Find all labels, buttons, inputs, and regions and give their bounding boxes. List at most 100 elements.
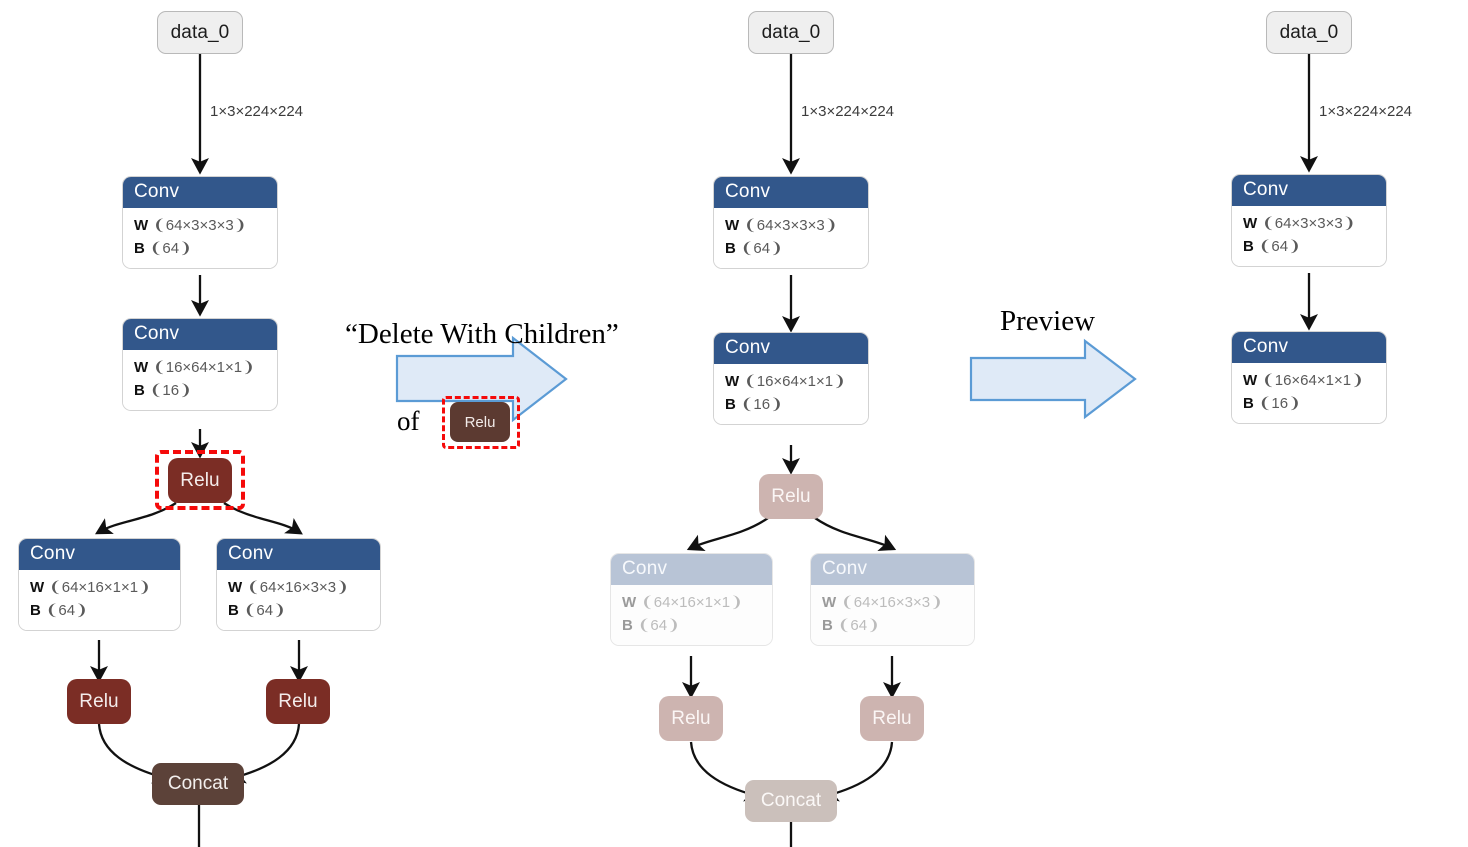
annotation-chip-relu: Relu <box>450 402 510 442</box>
node-label: Relu <box>79 690 119 712</box>
node-label: Relu <box>771 485 811 507</box>
node-header-label: Conv <box>714 333 868 364</box>
node-attrs: W❨64×3×3×3❩ B❨64❩ <box>123 207 277 268</box>
attr-key: W <box>822 593 837 611</box>
selection-outline-relu <box>155 450 245 510</box>
attr-shape: ❨64×3×3×3❩ <box>1262 214 1356 232</box>
node-label: data_0 <box>1279 21 1339 43</box>
annotation-of-word: of <box>397 406 420 436</box>
attr-key: B <box>725 395 736 413</box>
attr-row-b: B❨64❩ <box>1243 236 1386 259</box>
node-label: data_0 <box>761 21 821 43</box>
attr-row-w: W❨64×3×3×3❩ <box>725 215 868 238</box>
attr-key: W <box>725 372 740 390</box>
attr-shape: ❨16×64×1×1❩ <box>744 372 846 390</box>
node-conv4-marked[interactable]: Conv W❨64×16×3×3❩ B❨64❩ <box>810 553 975 646</box>
transition-arrow-preview <box>969 338 1137 420</box>
edge-label-input-shape-marked: 1×3×224×224 <box>801 103 895 120</box>
node-conv2-marked[interactable]: Conv W❨16×64×1×1❩ B❨16❩ <box>713 332 869 425</box>
node-header-label: Conv <box>811 554 974 585</box>
node-header-label: Conv <box>123 319 277 350</box>
node-label: Relu <box>180 469 220 491</box>
node-relu3-before[interactable]: Relu <box>266 679 330 724</box>
node-attrs: W❨64×16×1×1❩ B❨64❩ <box>19 569 180 630</box>
node-data0-marked[interactable]: data_0 <box>748 11 834 54</box>
node-relu2-marked[interactable]: Relu <box>659 696 723 741</box>
attr-row-b: B❨64❩ <box>725 238 868 261</box>
attr-row-b: B❨16❩ <box>134 380 277 403</box>
node-header-label: Conv <box>123 177 277 208</box>
attr-shape: ❨64❩ <box>45 601 88 619</box>
node-data0-after[interactable]: data_0 <box>1266 11 1352 54</box>
node-attrs: W❨64×16×1×1❩ B❨64❩ <box>611 584 772 645</box>
node-relu3-marked[interactable]: Relu <box>860 696 924 741</box>
attr-row-b: B❨16❩ <box>1243 393 1386 416</box>
node-label: Concat <box>167 773 229 794</box>
node-conv1-before[interactable]: Conv W❨64×3×3×3❩ B❨64❩ <box>122 176 278 269</box>
node-attrs: W❨16×64×1×1❩ B❨16❩ <box>123 349 277 410</box>
attr-key: B <box>134 239 145 257</box>
attr-key: W <box>622 593 637 611</box>
node-conv4-before[interactable]: Conv W❨64×16×3×3❩ B❨64❩ <box>216 538 381 631</box>
attr-row-w: W❨16×64×1×1❩ <box>134 357 277 380</box>
attr-row-b: B❨64❩ <box>228 600 380 623</box>
node-attrs: W❨64×3×3×3❩ B❨64❩ <box>1232 205 1386 266</box>
node-relu2-before[interactable]: Relu <box>67 679 131 724</box>
annotation-delete-caption: “Delete With Children” <box>345 318 619 350</box>
attr-row-w: W❨64×3×3×3❩ <box>134 215 277 238</box>
attr-row-w: W❨64×16×1×1❩ <box>30 577 180 600</box>
node-header-label: Conv <box>217 539 380 570</box>
node-header-label: Conv <box>19 539 180 570</box>
attr-shape: ❨64❩ <box>1258 237 1301 255</box>
attr-shape: ❨64❩ <box>740 239 783 257</box>
attr-shape: ❨64❩ <box>837 616 880 634</box>
attr-row-b: B❨64❩ <box>134 238 277 261</box>
attr-shape: ❨64×16×1×1❩ <box>641 593 743 611</box>
attr-key: B <box>1243 394 1254 412</box>
node-attrs: W❨64×16×3×3❩ B❨64❩ <box>217 569 380 630</box>
attr-key: B <box>1243 237 1254 255</box>
attr-key: W <box>228 578 243 596</box>
attr-row-w: W❨16×64×1×1❩ <box>1243 370 1386 393</box>
node-conv1-after[interactable]: Conv W❨64×3×3×3❩ B❨64❩ <box>1231 174 1387 267</box>
attr-shape: ❨16×64×1×1❩ <box>1262 371 1364 389</box>
attr-shape: ❨16❩ <box>1258 394 1301 412</box>
node-header-label: Conv <box>1232 332 1386 363</box>
attr-shape: ❨64×3×3×3❩ <box>744 216 838 234</box>
attr-row-b: B❨64❩ <box>30 600 180 623</box>
node-conv2-before[interactable]: Conv W❨16×64×1×1❩ B❨16❩ <box>122 318 278 411</box>
node-header-label: Conv <box>611 554 772 585</box>
node-conv2-after[interactable]: Conv W❨16×64×1×1❩ B❨16❩ <box>1231 331 1387 424</box>
attr-row-w: W❨16×64×1×1❩ <box>725 371 868 394</box>
attr-row-b: B❨64❩ <box>822 615 974 638</box>
attr-row-w: W❨64×16×3×3❩ <box>822 592 974 615</box>
attr-key: W <box>134 358 149 376</box>
attr-key: B <box>30 601 41 619</box>
node-concat-before[interactable]: Concat <box>152 763 244 805</box>
node-concat-marked[interactable]: Concat <box>745 780 837 822</box>
attr-row-b: B❨16❩ <box>725 394 868 417</box>
attr-shape: ❨16❩ <box>740 395 783 413</box>
attr-row-w: W❨64×16×1×1❩ <box>622 592 772 615</box>
attr-shape: ❨16×64×1×1❩ <box>153 358 255 376</box>
node-label: Relu <box>278 690 318 712</box>
attr-shape: ❨64×16×3×3❩ <box>841 593 943 611</box>
attr-shape: ❨64❩ <box>637 616 680 634</box>
attr-key: W <box>1243 371 1258 389</box>
attr-key: B <box>622 616 633 634</box>
node-relu1-before[interactable]: Relu <box>168 458 232 503</box>
node-conv1-marked[interactable]: Conv W❨64×3×3×3❩ B❨64❩ <box>713 176 869 269</box>
attr-key: B <box>228 601 239 619</box>
node-conv3-marked[interactable]: Conv W❨64×16×1×1❩ B❨64❩ <box>610 553 773 646</box>
attr-row-w: W❨64×16×3×3❩ <box>228 577 380 600</box>
node-attrs: W❨64×3×3×3❩ B❨64❩ <box>714 207 868 268</box>
node-label: Concat <box>760 790 822 811</box>
node-conv3-before[interactable]: Conv W❨64×16×1×1❩ B❨64❩ <box>18 538 181 631</box>
node-data0-before[interactable]: data_0 <box>157 11 243 54</box>
node-label: Relu <box>872 707 912 729</box>
attr-key: W <box>725 216 740 234</box>
attr-key: B <box>725 239 736 257</box>
node-relu1-marked[interactable]: Relu <box>759 474 823 519</box>
attr-key: W <box>1243 214 1258 232</box>
